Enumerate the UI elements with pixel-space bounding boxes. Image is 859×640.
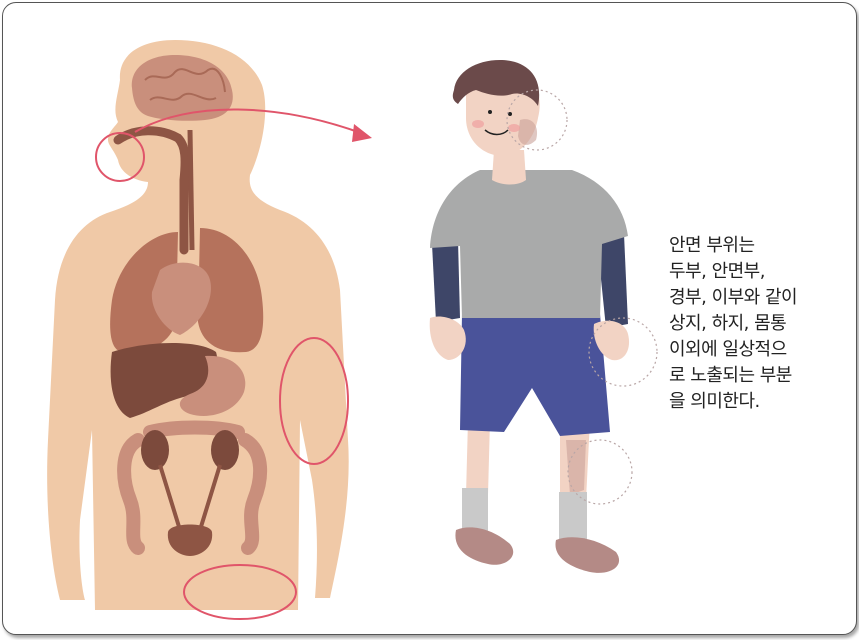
caption-line-1: 안면 부위는 — [669, 233, 849, 259]
shorts — [460, 314, 610, 436]
caption-line-5: 이외에 일상적으 — [669, 337, 849, 363]
caption-line-4: 상지, 하지, 몸통 — [669, 311, 849, 337]
caption-line-6: 로 노출되는 부분 — [669, 363, 849, 389]
caption-text: 안면 부위는 두부, 안면부, 경부, 이부와 같이 상지, 하지, 몸통 이외… — [669, 233, 849, 415]
right-shoe — [555, 537, 619, 573]
left-sleeve — [432, 240, 460, 322]
caption-line-3: 경부, 이부와 같이 — [669, 285, 849, 311]
anatomy-body-silhouette — [47, 40, 349, 610]
caption-line-7: 을 의미한다. — [669, 389, 849, 415]
anatomy-figure — [47, 40, 372, 619]
caption-line-2: 두부, 안면부, — [669, 259, 849, 285]
shirt — [430, 170, 628, 318]
boy-figure — [430, 60, 657, 573]
left-shoe — [455, 527, 513, 564]
